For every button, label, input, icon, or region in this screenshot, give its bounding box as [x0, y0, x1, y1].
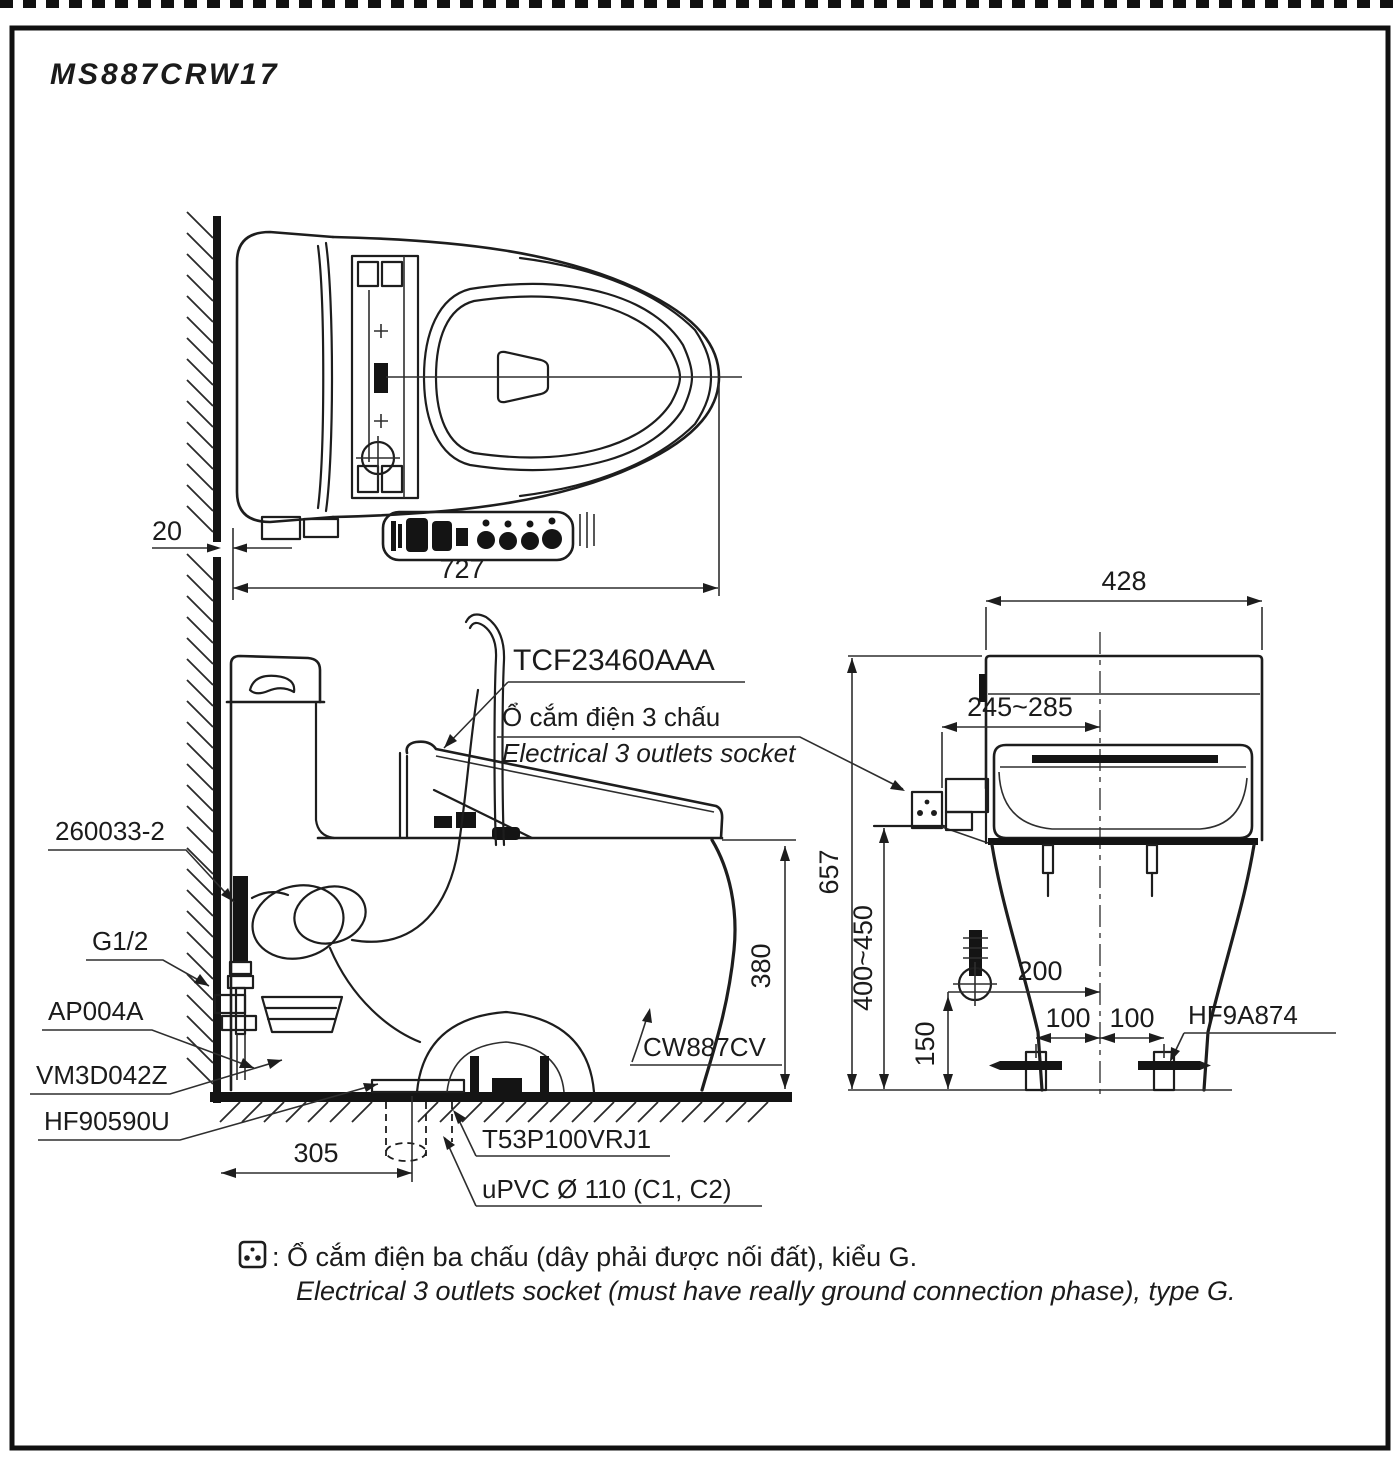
svg-text:428: 428: [1101, 566, 1146, 596]
label-bolt-cap-group: HF9A874: [1170, 1000, 1336, 1062]
svg-text:100: 100: [1109, 1003, 1154, 1033]
remote-control: [381, 510, 595, 562]
label-drain-pipe: uPVC Ø 110 (C1, C2): [482, 1174, 732, 1204]
dim-supply-height: 150: [910, 992, 953, 1089]
label-hose: 260033-2: [55, 816, 165, 846]
top-view: 20 727: [152, 211, 742, 600]
label-socket-en: Electrical 3 outlets socket: [502, 738, 797, 768]
label-bowl-model: CW887CV: [643, 1032, 766, 1062]
dim-bolt-spacing: 100 100: [1035, 1003, 1165, 1058]
model-title: MS887CRW17: [50, 58, 280, 91]
dim-rough-in: 305: [221, 1096, 413, 1182]
label-socket-vi: Ổ cắm điện 3 chấu: [502, 702, 720, 732]
dim-socket-height: 400~450: [848, 828, 889, 1089]
dim-rim-height: 380: [746, 846, 790, 1089]
label-drain-joint: T53P100VRJ1: [482, 1124, 651, 1154]
svg-text:200: 200: [1017, 956, 1062, 986]
footnote: : Ổ cắm điện ba chấu (dây phải được nối …: [238, 1240, 1235, 1306]
svg-text:100: 100: [1045, 1003, 1090, 1033]
svg-text:150: 150: [910, 1021, 940, 1066]
label-bolt-cap: HF9A874: [1188, 1000, 1298, 1030]
svg-text:305: 305: [293, 1138, 338, 1168]
label-valve: AP004A: [48, 996, 144, 1026]
note-english: Electrical 3 outlets socket (must have r…: [296, 1276, 1235, 1306]
dim-socket-offset: 245~285: [941, 692, 1100, 788]
svg-text:657: 657: [814, 849, 844, 894]
note-vietnamese: : Ổ cắm điện ba chấu (dây phải được nối …: [272, 1241, 917, 1272]
label-flange: HF90590U: [44, 1106, 170, 1136]
svg-text:380: 380: [746, 943, 776, 988]
svg-text:727: 727: [439, 554, 484, 584]
dim-total-height: 657: [814, 655, 982, 1089]
label-thread: G1/2: [92, 926, 148, 956]
svg-text:400~450: 400~450: [848, 905, 878, 1011]
side-view-labels: TCF23460AAA Ổ cắm điện 3 chấu Electrical…: [30, 644, 905, 1207]
dim-supply-offset: 200: [948, 956, 1100, 997]
svg-text:20: 20: [152, 516, 182, 546]
side-view: 305 380: [186, 553, 796, 1182]
label-seal: VM3D042Z: [36, 1060, 168, 1090]
front-view: 428 657 400~450 245~285 2: [814, 566, 1336, 1096]
svg-text:245~285: 245~285: [967, 692, 1073, 722]
dim-depth: 727: [232, 384, 720, 600]
socket-icon: [238, 1240, 267, 1269]
dim-width: 428: [985, 566, 1263, 650]
dim-wall-gap: 20: [152, 516, 292, 553]
label-washlet-model: TCF23460AAA: [513, 644, 715, 677]
